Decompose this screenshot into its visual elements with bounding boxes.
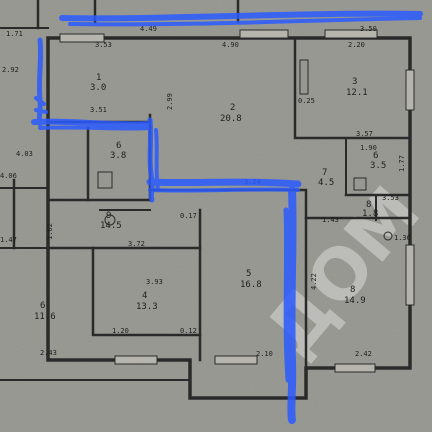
dim-label: 1.77	[398, 155, 406, 172]
dim-label: 1.47	[0, 236, 17, 244]
dim-label: 1.43	[322, 216, 339, 224]
fixtures	[97, 59, 393, 241]
dim-label: 2.43	[40, 349, 57, 357]
dim-label: 4.03	[16, 150, 33, 158]
dim-label: 2.42	[355, 350, 372, 358]
room-number-4: 4	[142, 291, 147, 301]
dim-label: 1.20	[112, 327, 129, 335]
room-area-11: 3.5	[370, 161, 386, 171]
room-number-12: 8	[350, 285, 355, 295]
dim-label: 4.22	[310, 273, 318, 290]
dim-label: 3.53	[382, 194, 399, 202]
dim-label: 1.62	[46, 223, 54, 240]
room-area-9: 14.5	[100, 221, 122, 231]
room-number-6: 6	[40, 301, 45, 311]
dim-label: 3.53	[95, 41, 112, 49]
room-area-6: 11.6	[34, 312, 56, 322]
dim-label: 3.72	[128, 240, 145, 248]
dim-label: 3.51	[90, 106, 107, 114]
room-number-5: 5	[246, 269, 251, 279]
dimension-labels: 1.71 4.49 3.53 4.90 3.50 2.20 2.92 3.51 …	[0, 25, 411, 358]
dim-label: 0.17	[180, 212, 197, 220]
dim-label: 3.57	[356, 130, 373, 138]
dim-label: 4.49	[140, 25, 157, 33]
dim-label: 0.25	[298, 97, 315, 105]
room-number-9: 9	[106, 211, 111, 221]
room-area-3: 12.1	[346, 88, 368, 98]
dim-label: 1.71	[6, 30, 23, 38]
dim-label: 2.99	[166, 93, 174, 110]
room-number-10: 6	[116, 141, 121, 151]
room-area-2: 20.8	[220, 114, 242, 124]
dim-label: 2.92	[2, 66, 19, 74]
dim-label: 4.90	[222, 41, 239, 49]
room-area-10: 3.8	[110, 151, 126, 161]
windows	[59, 29, 415, 373]
room-number-7: 7	[322, 168, 327, 178]
dim-label: 4.06	[0, 172, 17, 180]
room-area-8: 1.8	[362, 209, 378, 219]
dim-label: 1.90	[360, 144, 377, 152]
room-number-3: 3	[352, 77, 357, 87]
room-number-8: 8	[366, 200, 371, 210]
room-area-1: 3.0	[90, 83, 106, 93]
marker-strokes	[31, 10, 423, 424]
dim-label: 3.50	[360, 25, 377, 33]
room-number-1: 1	[96, 73, 101, 83]
room-area-4: 13.3	[136, 302, 158, 312]
dim-label: 1.36	[394, 234, 411, 242]
dim-label: 3.93	[146, 278, 163, 286]
dim-label: 2.10	[256, 350, 273, 358]
walls	[0, 0, 412, 400]
room-area-12: 14.9	[344, 296, 366, 306]
room-area-7: 4.5	[318, 178, 334, 188]
room-number-2: 2	[230, 103, 235, 113]
dim-label: 0.12	[180, 327, 197, 335]
room-labels: 1 3.0 2 20.8 3 12.1 6 3.8 6 3.5 7 4.5 8 …	[34, 73, 386, 322]
room-number-11: 6	[373, 151, 378, 161]
room-area-5: 16.8	[240, 280, 262, 290]
dim-label: 2.20	[348, 41, 365, 49]
